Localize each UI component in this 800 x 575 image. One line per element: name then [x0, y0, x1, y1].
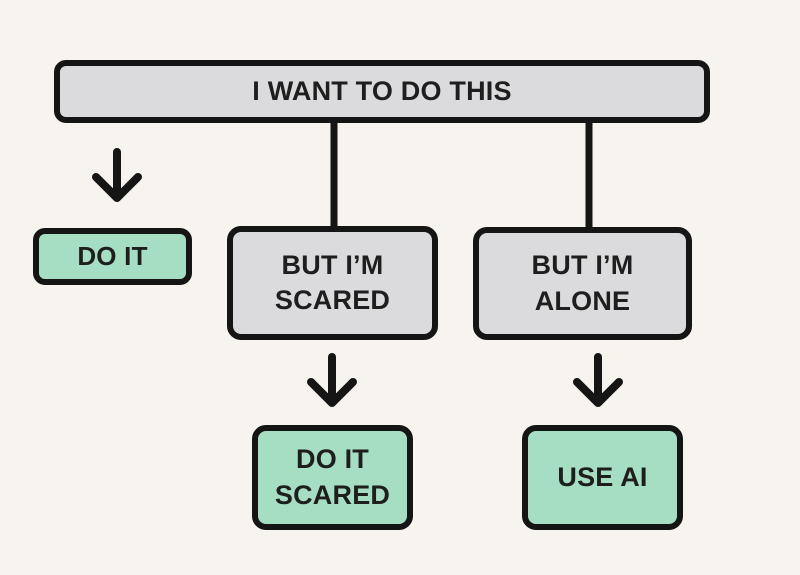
down-arrow-icon [573, 353, 623, 407]
node-use-ai: USE AI [522, 425, 683, 530]
node-but-im-alone: BUT I’M ALONE [473, 227, 692, 340]
down-arrow-icon [92, 148, 142, 202]
node-i-want-to-do-this: I WANT TO DO THIS [54, 60, 710, 123]
down-arrow-icon [307, 353, 357, 407]
node-do-it: DO IT [33, 228, 192, 285]
node-but-im-scared: BUT I’M SCARED [227, 226, 438, 340]
node-do-it-scared: DO IT SCARED [252, 425, 413, 530]
